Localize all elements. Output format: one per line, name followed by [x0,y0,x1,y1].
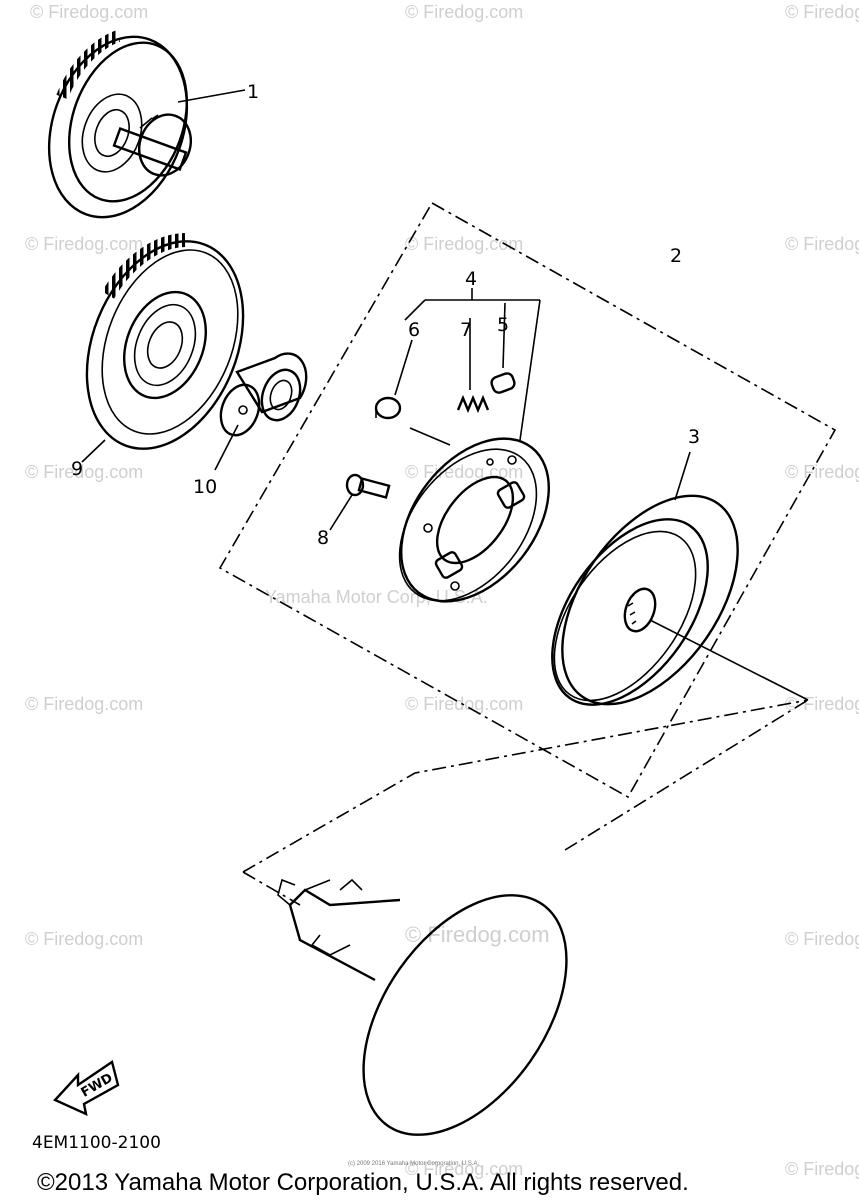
part-10-collar [214,352,308,471]
copyright-notice: ©2013 Yamaha Motor Corporation, U.S.A. A… [37,1169,689,1196]
watermark: © Firedog.com [405,234,523,254]
diagram-code: 4EM1100-2100 [32,1133,161,1153]
watermark: © Firedog.com [785,234,859,254]
callout-bracket-4 [394,288,541,441]
part-6-roller [374,396,402,420]
watermark: © Firedog.com [25,694,143,714]
callout-8: 8 [317,527,329,549]
callout-4: 4 [465,268,477,290]
callout-6: 6 [408,319,420,341]
callout-2: 2 [670,245,682,267]
callout-7: 7 [460,319,472,341]
callout-10: 10 [193,476,217,498]
watermark: © Firedog.com [405,2,523,22]
watermark: © Firedog.com [785,2,859,22]
fwd-arrow-icon: FWD [52,1060,120,1117]
part-8-screw [329,473,391,531]
watermark: © Firedog.com [405,694,523,714]
part-1-gear-shaft [47,30,246,219]
callout-9: 9 [71,458,83,480]
watermark: © Firedog.com [30,2,148,22]
mounting-outline-lower [242,871,301,906]
watermark-yamaha: Yamaha Motor Corp, U.S.A. [265,587,488,607]
callout-labels: 1 2 3 4 5 6 7 8 9 10 [71,81,700,549]
callout-1: 1 [247,81,259,103]
mounting-outline [242,699,809,873]
part-9-large-gear [81,233,245,463]
watermark: © Firedog.com [25,929,143,949]
mounting-outline-right [564,699,809,851]
watermark: © Firedog.com [785,462,859,482]
watermark: © Firedog.com [405,1159,523,1179]
crankshaft-end [277,878,568,1136]
assembly-outline [218,201,837,799]
part-5-plunger [490,372,516,394]
watermark-center: © Firedog.com [405,922,550,947]
watermark: © Firedog.com [25,234,143,254]
fine-print: (c) 2009 2016 Yamaha Motor Corporation, … [348,1161,480,1167]
watermark: © Firedog.com [785,694,859,714]
callout-3: 3 [688,426,700,448]
clutch-plate [398,427,550,603]
callout-5: 5 [497,314,509,336]
watermark: © Firedog.com [25,462,143,482]
watermark-layer: © Firedog.com © Firedog.com © Firedog.co… [25,2,859,1179]
part-3-housing [551,451,809,706]
watermark: © Firedog.com [785,1159,859,1179]
watermark: © Firedog.com [785,929,859,949]
part-7-spring [456,394,490,414]
